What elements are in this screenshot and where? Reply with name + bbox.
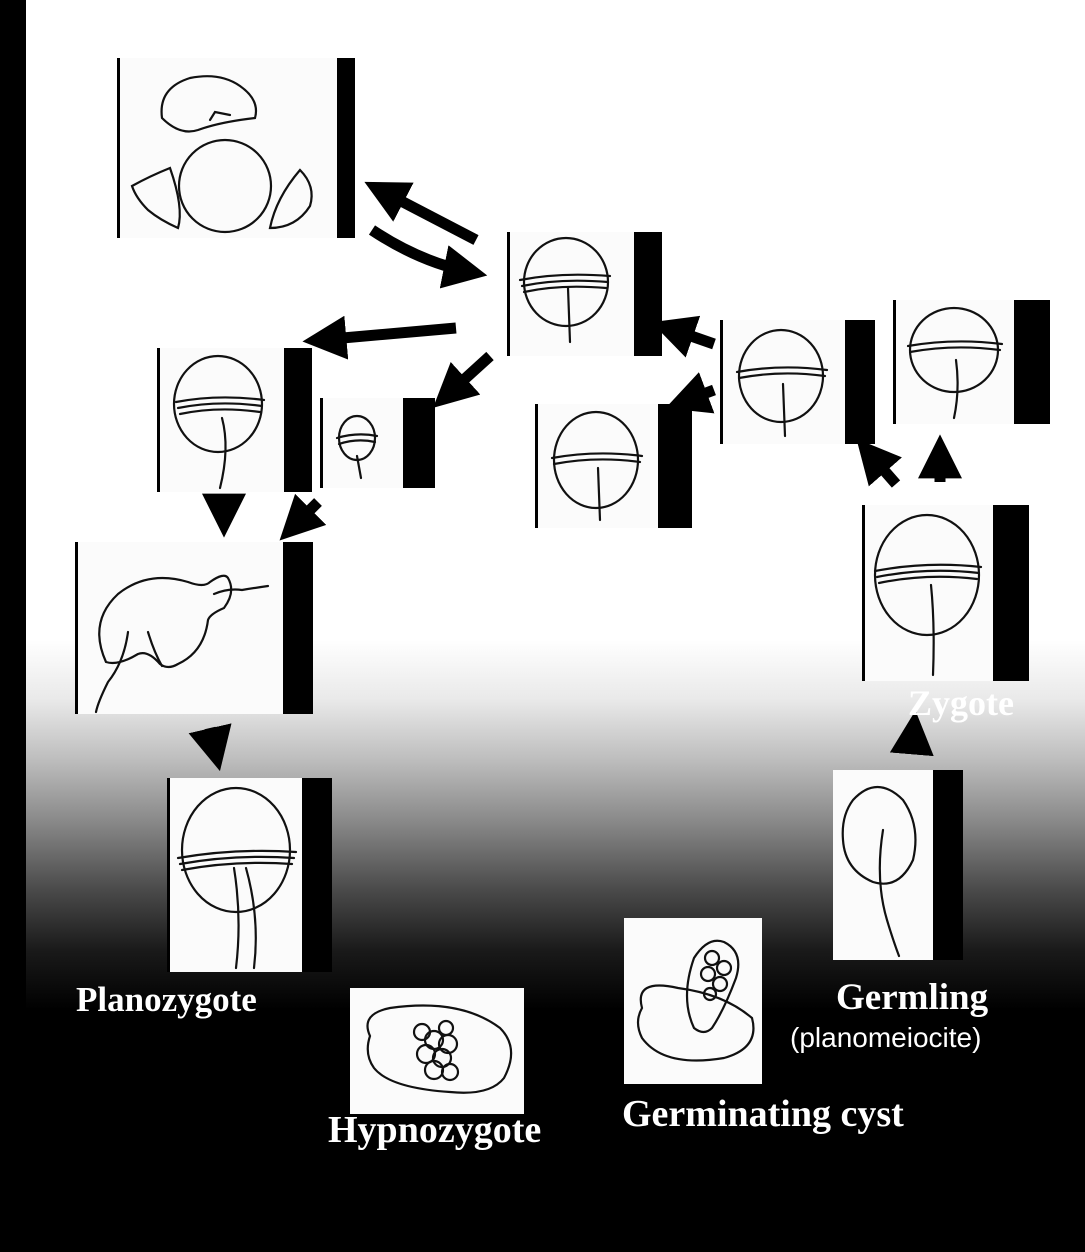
arrow-right-to-center [668,328,714,344]
label-germinating-cyst: Germinating cyst [622,1092,904,1136]
label-germling-note: (planomeiocite) [790,1022,981,1054]
label-hypnozygote: Hypnozygote [328,1108,541,1152]
label-germling: Germling [836,976,988,1019]
label-planozygote: Planozygote [76,980,257,1020]
arrow-center-to-small [446,356,490,396]
arrow-center-to-left [320,328,456,340]
arrow-fusion-to-planozygote [210,728,216,754]
arrow-from-ecdysis [372,230,470,272]
label-zygote: Zygote [908,682,1014,724]
arrow-zygote-to-right-middle [868,452,896,484]
arrow-right-to-lower [682,390,714,402]
arrow-to-ecdysis [380,190,476,240]
arrow-germling-to-zygote [912,728,914,752]
arrow-small-to-fusion [292,502,318,528]
